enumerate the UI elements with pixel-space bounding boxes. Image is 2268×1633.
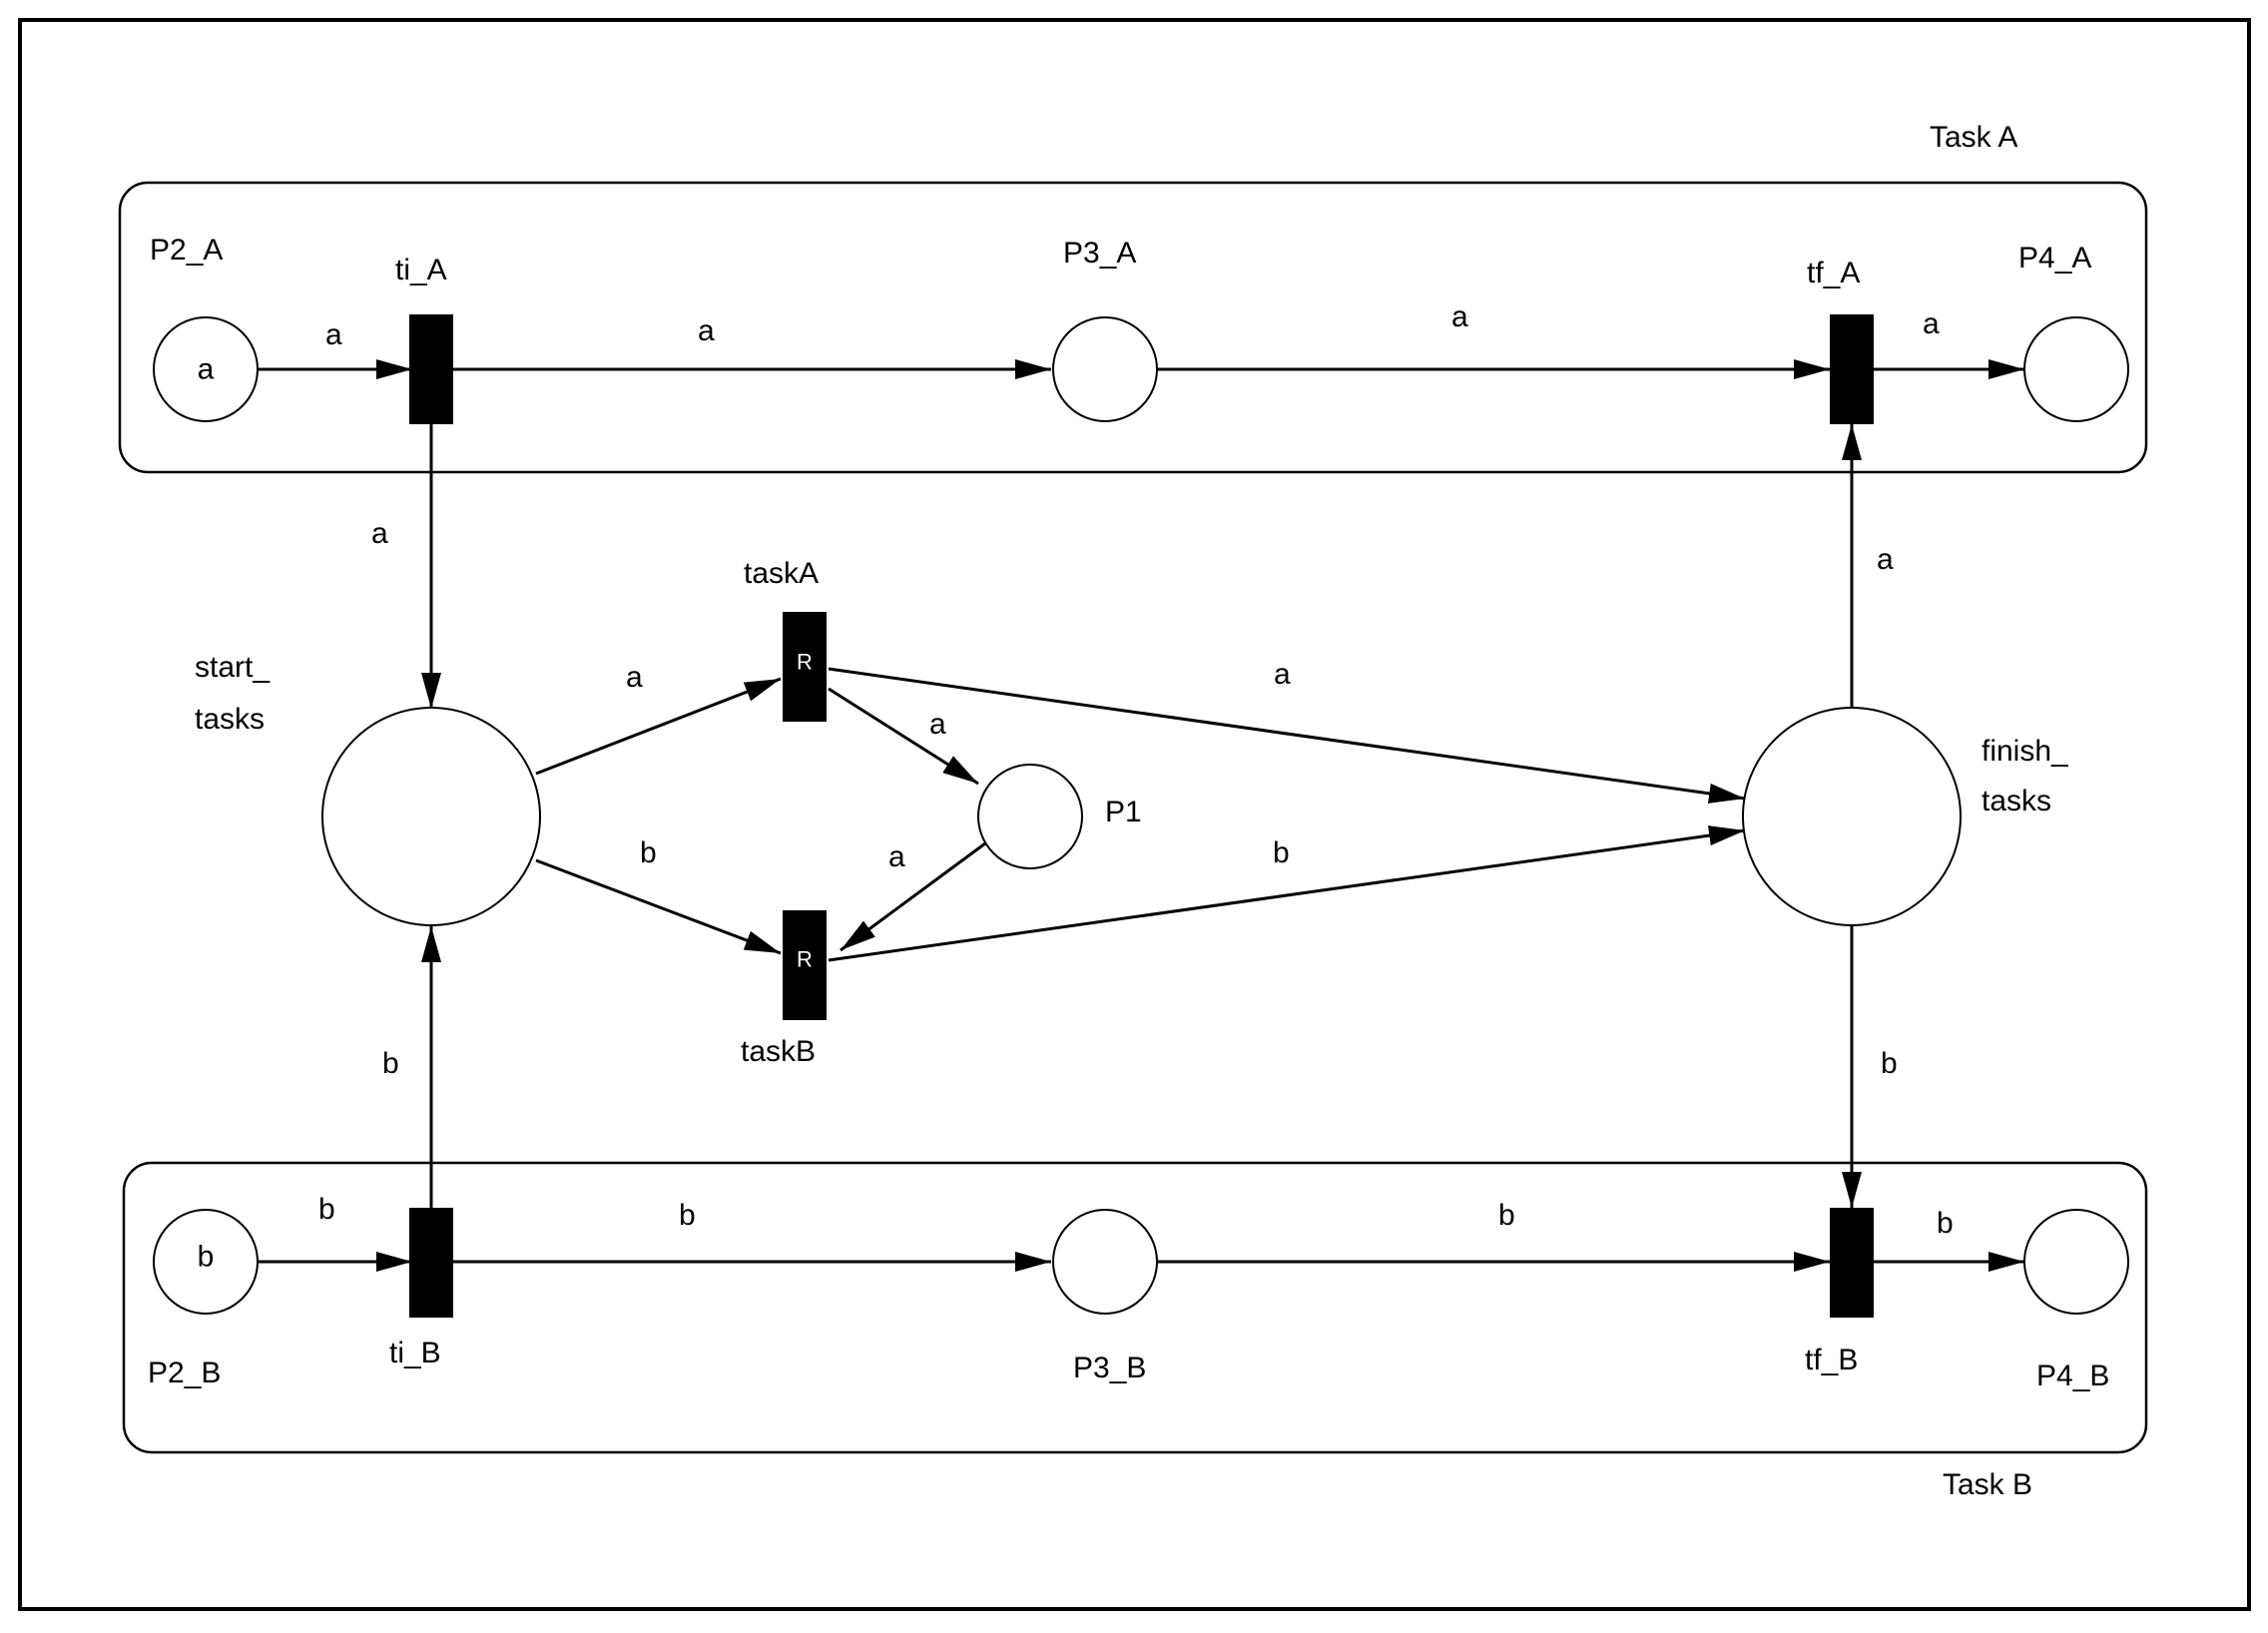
arc-p1-taskb-label: a xyxy=(888,840,905,873)
arc-p2a-tia-label: a xyxy=(325,318,342,351)
arc-start-taskb-label: b xyxy=(640,836,657,869)
task-b-group-box xyxy=(122,1161,2148,1454)
place-start-tasks xyxy=(321,707,541,926)
transition-ti-b xyxy=(409,1208,453,1318)
place-finish-tasks-label-1: finish_ xyxy=(1982,735,2069,768)
arc-p1-taskb xyxy=(840,841,986,952)
place-p2-b-token: b xyxy=(198,1241,215,1274)
place-p2-a-label: P2_A xyxy=(150,234,223,267)
arc-tia-start-label: a xyxy=(371,517,388,550)
arc-taska-finish xyxy=(828,667,1746,804)
place-start-tasks-label-2: tasks xyxy=(195,703,265,736)
arc-start-taska-label: a xyxy=(626,661,643,694)
arc-tib-start-label: b xyxy=(382,1047,399,1080)
transition-ti-b-label: ti_B xyxy=(389,1337,441,1369)
transition-task-b-label: taskB xyxy=(741,1035,816,1068)
place-p3-a xyxy=(1052,316,1158,422)
transition-task-b xyxy=(783,910,827,1020)
transition-task-a-label: taskA xyxy=(744,557,819,590)
arc-tib-p3b-label: b xyxy=(679,1199,696,1232)
place-p1-label: P1 xyxy=(1105,796,1142,828)
arc-tfa-p4a-label: a xyxy=(1923,307,1940,340)
transition-ti-a xyxy=(409,314,453,424)
task-b-group-label: Task B xyxy=(1943,1468,2032,1501)
arc-finish-tfa-label: a xyxy=(1877,543,1894,576)
arc-taska-p1-label: a xyxy=(929,708,946,741)
transition-ti-a-label: ti_A xyxy=(395,254,447,286)
arc-tfb-p4b-label: b xyxy=(1937,1207,1954,1240)
task-a-group-box xyxy=(118,181,2148,474)
transition-task-a xyxy=(783,612,827,722)
transition-tf-b xyxy=(1830,1208,1874,1318)
place-p2-a-token: a xyxy=(198,353,215,386)
arc-taska-p1 xyxy=(828,687,979,786)
place-p3-a-label: P3_A xyxy=(1063,237,1136,270)
task-a-group-label: Task A xyxy=(1930,121,2017,154)
place-p3-b-label: P3_B xyxy=(1073,1352,1146,1384)
place-p2-b-label: P2_B xyxy=(148,1357,221,1389)
arc-p3b-tfb-label: b xyxy=(1498,1199,1515,1232)
arc-taska-finish-label: a xyxy=(1274,658,1291,691)
place-finish-tasks-label-2: tasks xyxy=(1982,785,2051,817)
transition-tf-b-label: tf_B xyxy=(1805,1344,1858,1376)
place-p3-b xyxy=(1052,1209,1158,1315)
arc-start-taskb xyxy=(535,858,782,955)
place-start-tasks-label-1: start_ xyxy=(195,651,271,684)
arc-taskb-finish xyxy=(828,825,1746,962)
outer-frame xyxy=(18,18,2251,1611)
transition-task-b-mark: R xyxy=(797,947,813,972)
arc-start-taska xyxy=(535,677,782,776)
arc-finish-tfb-label: b xyxy=(1881,1047,1898,1080)
place-p4-a-label: P4_A xyxy=(2018,242,2091,274)
place-finish-tasks xyxy=(1742,707,1962,926)
place-p1 xyxy=(977,764,1083,869)
transition-tf-a xyxy=(1830,314,1874,424)
arc-tia-p3a-label: a xyxy=(698,314,715,347)
place-p2-a xyxy=(153,316,259,422)
place-p2-b xyxy=(153,1209,259,1315)
arc-taskb-finish-label: b xyxy=(1273,836,1290,869)
transition-tf-a-label: tf_A xyxy=(1807,257,1860,289)
place-p4-b xyxy=(2023,1209,2129,1315)
arc-p2b-tib-label: b xyxy=(318,1193,335,1226)
arc-p3a-tfa-label: a xyxy=(1451,300,1468,333)
place-p4-a xyxy=(2023,316,2129,422)
place-p4-b-label: P4_B xyxy=(2036,1360,2109,1392)
transition-task-a-mark: R xyxy=(797,650,813,675)
